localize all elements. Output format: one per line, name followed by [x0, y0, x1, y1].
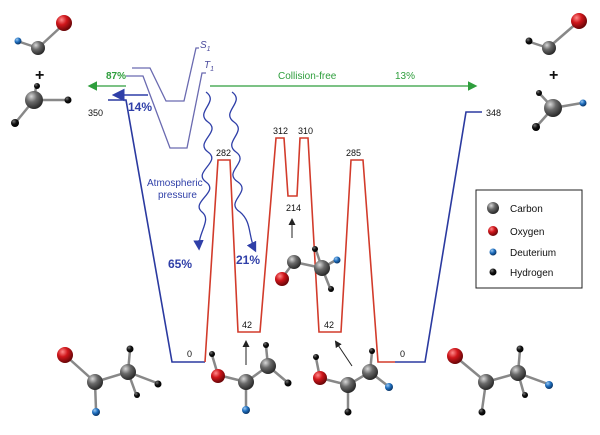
energy-282: 282: [216, 148, 231, 158]
atmospheric-label-1: Atmospheric: [147, 178, 203, 189]
legend-hydrogen-icon: [489, 268, 497, 276]
energy-285: 285: [346, 148, 361, 158]
legend-label: Oxygen: [510, 227, 544, 238]
energy-350: 350: [88, 108, 103, 118]
collision-free-label: Collision-free: [278, 71, 337, 82]
plus-right: +: [549, 67, 558, 84]
green-13-label: 13%: [395, 71, 415, 82]
pct-21-label: 21%: [236, 253, 260, 267]
molecule-ch2d-right: [532, 90, 587, 131]
t1-curve: [126, 72, 206, 149]
energy-312: 312: [273, 126, 288, 136]
molecule-acetaldehyde-right: [447, 345, 553, 416]
molecule-intermediate-mid: [275, 246, 341, 292]
green-87-label: 87%: [106, 71, 126, 82]
legend-label: Hydrogen: [510, 268, 553, 279]
s1-label: S1: [200, 40, 211, 53]
molecule-acetaldehyde-left: [57, 345, 162, 416]
molecule-dco-left: [14, 15, 72, 55]
energy-348: 348: [486, 108, 501, 118]
pct-65-label: 65%: [168, 257, 192, 271]
legend-deuterium-icon: [489, 248, 497, 256]
wavy-arrow-21: [229, 91, 257, 253]
ground-state-curve: [108, 99, 205, 363]
legend-label: Deuterium: [510, 248, 556, 259]
energy-310: 310: [298, 126, 313, 136]
s1-curve: [132, 47, 199, 102]
energy-0-left: 0: [187, 349, 192, 359]
t1-label: T1: [204, 60, 214, 73]
molecule-hco-right: [525, 13, 587, 55]
legend-carbon-icon: [487, 202, 499, 214]
atmospheric-label-2: pressure: [158, 190, 197, 201]
wavy-arrow-65: [193, 91, 213, 251]
molecule-enol-right: [313, 348, 393, 416]
arrow-enol-right: [334, 340, 353, 367]
energy-42-left: 42: [242, 320, 252, 330]
molecule-enol-left: [209, 342, 292, 414]
ground-state-curve-right: [395, 111, 482, 363]
reaction-path: [204, 137, 395, 363]
plus-left: +: [35, 67, 44, 84]
energy-42-right: 42: [324, 320, 334, 330]
legend: Carbon Oxygen Deuterium Hydrogen: [475, 189, 583, 289]
legend-label: Carbon: [510, 204, 543, 215]
energy-0-right: 0: [400, 349, 405, 359]
energy-214: 214: [286, 203, 301, 213]
blue-14-label: 14%: [128, 100, 152, 114]
legend-oxygen-icon: [488, 226, 498, 236]
molecule-ch3-left: [11, 83, 72, 127]
